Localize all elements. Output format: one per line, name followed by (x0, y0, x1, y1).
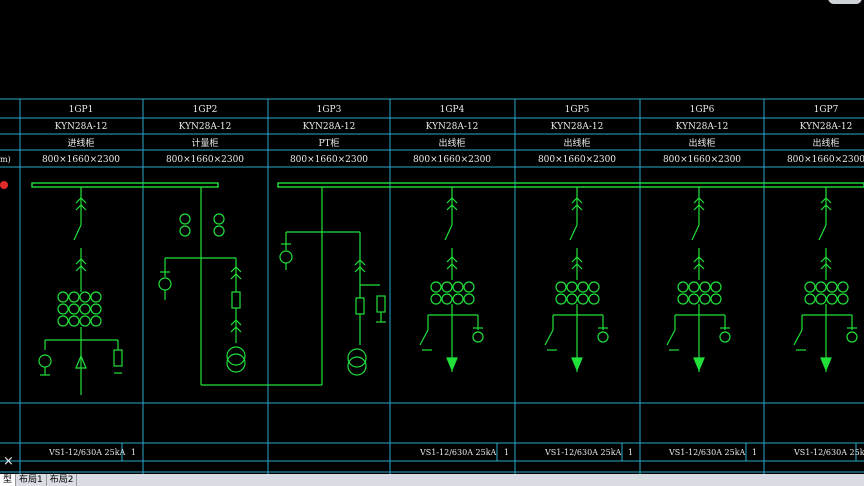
circuit-1gp2 (158, 187, 322, 386)
marker-icon (0, 181, 8, 189)
column-name: 出线柜 (812, 137, 839, 149)
circuit-1gp1 (38, 187, 123, 395)
header-column-1gp5: 1GP5 KYN28A-12 出线柜 800×1660×2300 (538, 105, 616, 165)
layout-tab-bar: 型 布局1 布局2 (0, 474, 864, 486)
column-dims: 800×1660×2300 (663, 155, 741, 165)
circuit-1gp6 (666, 187, 731, 372)
breaker-qty: 1 (504, 448, 509, 457)
column-model: KYN28A-12 (426, 122, 479, 132)
column-name: 进线柜 (67, 137, 94, 149)
column-id: 1GP6 (690, 105, 715, 115)
circuit-1gp4 (419, 187, 484, 372)
circuit-1gp7 (793, 187, 858, 372)
header-column-1gp1: 1GP1 KYN28A-12 进线柜 800×1660×2300 (42, 105, 120, 165)
window-corner-control[interactable] (828, 0, 862, 4)
column-dims: 800×1660×2300 (413, 155, 491, 165)
tab-layout1[interactable]: 布局1 (16, 474, 47, 486)
breaker-qty: 1 (628, 448, 633, 457)
column-id: 1GP5 (565, 105, 590, 115)
breaker-spec: VS1-12/630A 25kA (544, 448, 622, 457)
column-dims: 800×1660×2300 (787, 155, 864, 165)
column-model: KYN28A-12 (800, 122, 853, 132)
header-column-1gp7: 1GP7 KYN28A-12 出线柜 800×1660×2300 (787, 105, 864, 165)
header-column-1gp2: 1GP2 KYN28A-12 计量柜 800×1660×2300 (166, 105, 244, 165)
column-model: KYN28A-12 (179, 122, 232, 132)
column-id: 1GP2 (193, 105, 218, 115)
header-column-1gp4: 1GP4 KYN28A-12 出线柜 800×1660×2300 (413, 105, 491, 165)
breaker-spec: VS1-12/630A 25kA (668, 448, 746, 457)
close-icon[interactable]: × (3, 454, 14, 469)
column-name: 出线柜 (438, 137, 465, 149)
column-id: 1GP3 (317, 105, 342, 115)
column-model: KYN28A-12 (676, 122, 729, 132)
column-name: 计量柜 (191, 137, 218, 149)
column-dims: 800×1660×2300 (42, 155, 120, 165)
circuit-1gp3 (279, 187, 386, 385)
tab-layout2[interactable]: 布局2 (47, 474, 78, 486)
column-name: PT柜 (318, 137, 339, 149)
busbar (0, 181, 864, 189)
breaker-spec: VS1-12/630A 25kA (793, 448, 864, 457)
header-left-partial: m) (0, 155, 11, 164)
column-model: KYN28A-12 (303, 122, 356, 132)
column-model: KYN28A-12 (551, 122, 604, 132)
header-grid (0, 98, 864, 474)
breaker-qty: 1 (752, 448, 757, 457)
column-dims: 800×1660×2300 (166, 155, 244, 165)
tab-model[interactable]: 型 (0, 474, 17, 486)
breaker-spec: VS1-12/630A 25kA (419, 448, 497, 457)
footer-row: VS1-12/630A 25kA 1 VS1-12/630A 25kA 1 VS… (48, 448, 864, 457)
column-name: 出线柜 (563, 137, 590, 149)
header-column-1gp6: 1GP6 KYN28A-12 出线柜 800×1660×2300 (663, 105, 741, 165)
column-dims: 800×1660×2300 (290, 155, 368, 165)
column-dims: 800×1660×2300 (538, 155, 616, 165)
column-id: 1GP7 (814, 105, 839, 115)
column-id: 1GP4 (440, 105, 465, 115)
header-column-1gp3: 1GP3 KYN28A-12 PT柜 800×1660×2300 (290, 105, 368, 165)
column-id: 1GP1 (69, 105, 94, 115)
breaker-spec: VS1-12/630A 25kA (48, 448, 126, 457)
circuit-1gp5 (544, 187, 609, 372)
column-name: 出线柜 (688, 137, 715, 149)
column-model: KYN28A-12 (55, 122, 108, 132)
breaker-qty: 1 (131, 448, 136, 457)
